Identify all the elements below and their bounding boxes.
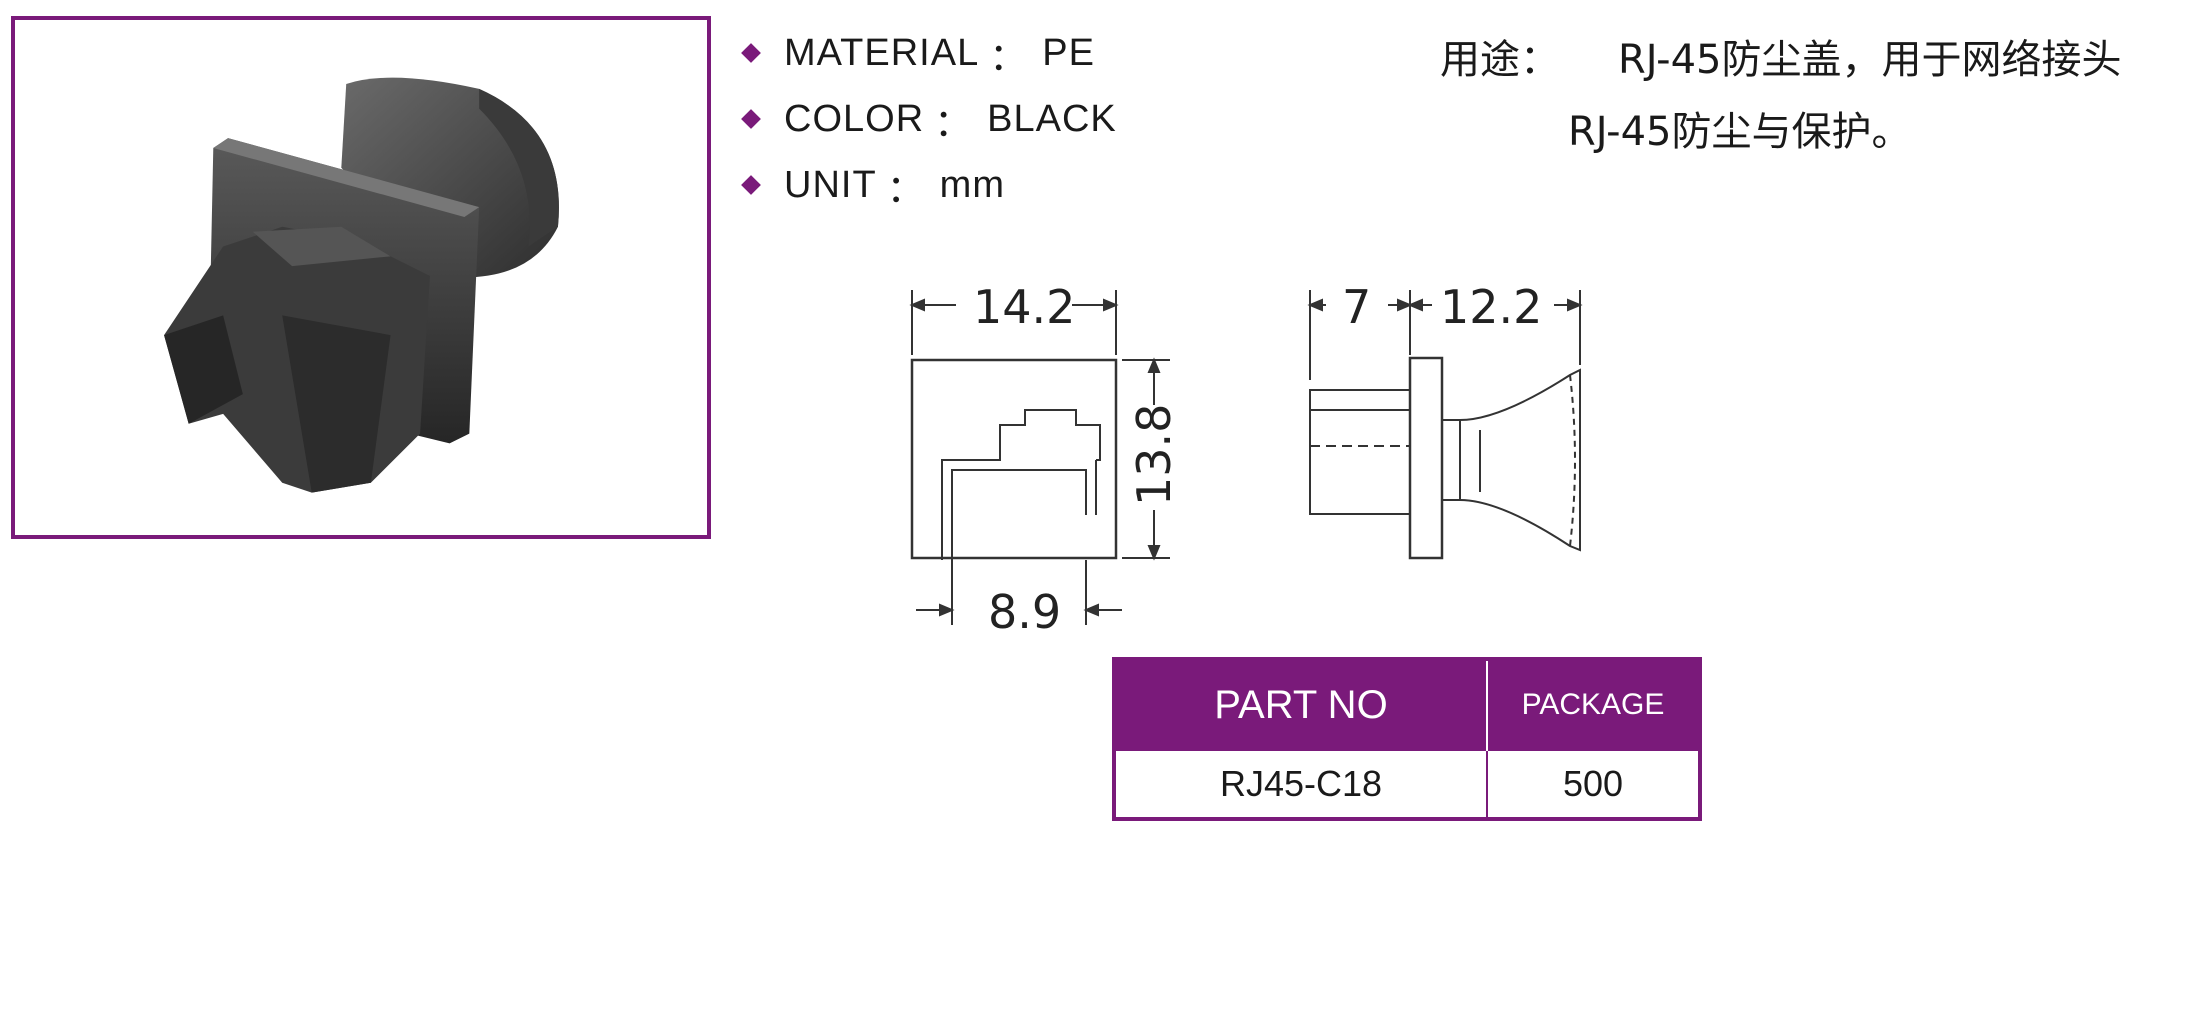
cell-package: 500 [1486,749,1701,820]
table-row: RJ45-C18 500 [1113,749,1701,820]
spec-label: MATERIAL [784,31,980,74]
spec-separator: ： [989,36,1029,79]
spec-separator: ： [886,168,926,211]
spec-label: UNIT [784,163,877,206]
usage-text-2: RJ-45防尘与保护。 [1568,109,1912,155]
diamond-bullet-icon [741,175,761,195]
table-header-row: PART NO PACKAGE [1114,659,1700,750]
header-package: PACKAGE [1487,659,1700,750]
diamond-bullet-icon [741,43,761,63]
spec-list: MATERIAL ： PE COLOR ： BLACK UNIT ： mm [741,20,1117,218]
dim-front-width: 14.2 [973,280,1075,334]
part-table: PART NO PACKAGE RJ45-C18 500 [1112,657,1702,821]
diamond-bullet-icon [741,109,761,129]
cell-part-no: RJ45-C18 [1113,749,1488,820]
dust-cap-illustration [164,77,559,493]
spec-label: COLOR [784,97,925,140]
usage-description: 用途： RJ-45防尘盖，用于网络接头 RJ-45防尘与保护。 [1440,24,2122,168]
technical-drawing: 14.2 13.8 8.9 7 12.2 [880,270,1640,630]
dim-front-opening: 8.9 [988,585,1061,630]
usage-text-1: RJ-45防尘盖，用于网络接头 [1618,37,2122,83]
usage-label: 用途： [1440,37,1560,83]
front-view [909,290,1170,625]
dim-side-body: 12.2 [1440,280,1542,334]
side-view [1307,290,1583,560]
spec-color: COLOR ： BLACK [741,86,1117,152]
spec-value: mm [939,163,1005,206]
spec-material: MATERIAL ： PE [741,20,1117,86]
spec-value: PE [1042,31,1095,74]
spec-unit: UNIT ： mm [741,152,1117,218]
product-photo [11,16,711,539]
header-part-no: PART NO [1114,659,1488,750]
spec-separator: ： [934,102,974,145]
usage-line-2: RJ-45防尘与保护。 [1440,96,2122,168]
spec-value: BLACK [987,97,1117,140]
usage-line-1: 用途： RJ-45防尘盖，用于网络接头 [1440,24,2122,96]
dim-side-head: 7 [1342,280,1371,334]
dim-front-height: 13.8 [1127,404,1181,506]
